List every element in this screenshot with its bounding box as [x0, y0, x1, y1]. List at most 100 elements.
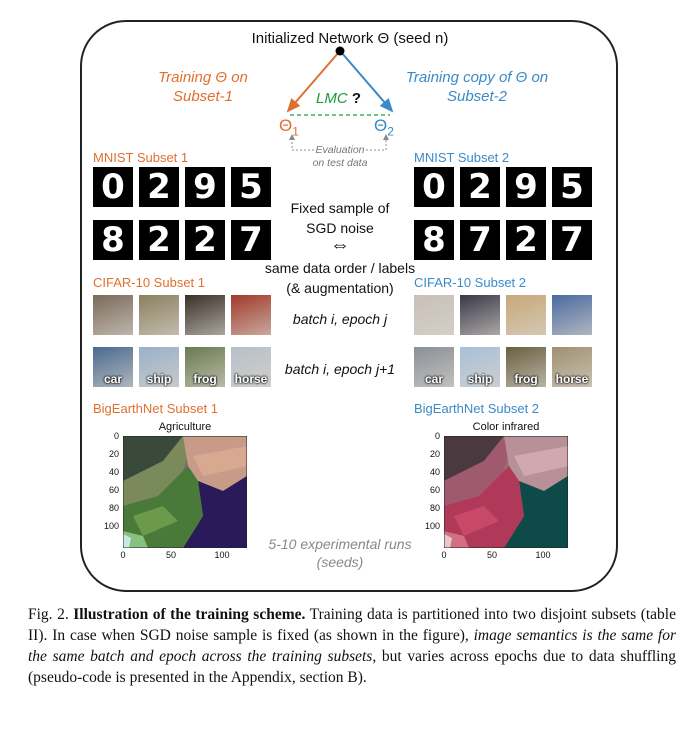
diagram-title: Initialized Network Θ (seed n) [251, 30, 449, 47]
same-line2: (& augmentation) [286, 280, 394, 296]
cifar-class-label: ship [146, 372, 172, 386]
mnist-digit: 2 [506, 220, 546, 260]
evaluation-label: Evaluation on test data [296, 144, 384, 170]
cifar-image [139, 295, 179, 335]
y-tick: 40 [108, 467, 119, 477]
mnist-subset1-label: MNIST Subset 1 [93, 150, 189, 165]
y-tick: 60 [429, 485, 440, 495]
mnist-digit: 0 [93, 167, 133, 207]
bigearth-right-image [444, 436, 568, 548]
eval-arrow-left-head [289, 134, 295, 140]
eval-arrow-right [366, 138, 387, 151]
cifar-image [460, 295, 500, 335]
cifar-image: ship [460, 347, 500, 387]
lmc-label: LMC ? [316, 90, 361, 107]
experimental-runs: 5-10 experimental runs (seeds) [250, 535, 430, 571]
x-tick: 50 [486, 550, 497, 560]
cifar-class-label: frog [193, 372, 217, 386]
same-line1: same data order / labels [264, 260, 416, 276]
bigearth-left-title: Agriculture [158, 421, 212, 433]
cifar-image: frog [506, 347, 546, 387]
x-tick: 50 [165, 550, 176, 560]
cifar-left-row2: car ship frog horse [93, 347, 271, 387]
y-tick: 60 [108, 485, 119, 495]
cifar-class-label: horse [234, 372, 268, 386]
cifar-image: car [93, 347, 133, 387]
evaluation-line2: on test data [312, 157, 368, 169]
x-tick: 0 [441, 550, 447, 560]
fixed-line2: SGD noise [306, 220, 374, 236]
batch-epoch-j: batch i, epoch j [292, 311, 388, 327]
mnist-digit: 0 [414, 167, 454, 207]
eval-arrow-right-head [383, 134, 389, 140]
cifar-class-label: ship [467, 372, 493, 386]
mnist-digit: 9 [506, 167, 546, 207]
mnist-left-row2: 8 2 2 7 [93, 220, 271, 260]
bigearth-subset1-label: BigEarthNet Subset 1 [93, 401, 219, 416]
theta-1-sub: 1 [292, 124, 299, 139]
mnist-digit: 2 [460, 167, 500, 207]
theta-1: Θ1 [279, 116, 299, 138]
runs-line1: 5-10 experimental runs [268, 536, 412, 552]
mnist-digit: 9 [185, 167, 225, 207]
diagram-frame [80, 20, 618, 592]
left-branch-arrow [286, 51, 340, 113]
mnist-digit: 7 [460, 220, 500, 260]
right-branch-label: Training copy of Θ on Subset-2 [392, 68, 562, 106]
mnist-digit: 2 [139, 167, 179, 207]
x-tick: 100 [535, 550, 551, 560]
cifar-image [414, 295, 454, 335]
cifar-image [185, 295, 225, 335]
mnist-digit: 7 [231, 220, 271, 260]
y-tick: 100 [103, 521, 119, 531]
theta-2-sub: 2 [387, 124, 394, 139]
cifar-image [552, 295, 592, 335]
cifar-class-label: car [103, 372, 123, 386]
cifar-image [93, 295, 133, 335]
caption-bold-title: Illustration of the training scheme. [73, 606, 306, 623]
same-data-order: same data order / labels (& augmentation… [240, 258, 440, 298]
cifar-right-row2: car ship frog horse [414, 347, 592, 387]
cifar-class-label: car [424, 372, 444, 386]
caption-text-1: Training data is partitioned into two di… [28, 606, 676, 644]
cifar-subset2-label: CIFAR-10 Subset 2 [414, 275, 526, 290]
cifar-image: ship [139, 347, 179, 387]
figure-caption: Fig. 2. Illustration of the training sch… [28, 604, 676, 688]
cifar-image [506, 295, 546, 335]
mnist-right-row1: 0 2 9 5 [414, 167, 592, 207]
x-tick: 0 [120, 550, 126, 560]
cifar-right-row1 [414, 295, 592, 335]
bigearth-left-image [123, 436, 247, 548]
cifar-image: frog [185, 347, 225, 387]
theta-2-symbol: Θ [374, 116, 388, 135]
mnist-digit: 8 [93, 220, 133, 260]
caption-fig-number: Fig. 2. [28, 606, 69, 623]
y-tick: 20 [429, 449, 440, 459]
left-branch-line2: Subset-1 [172, 88, 234, 105]
init-node [335, 46, 345, 56]
theta-2: Θ2 [374, 116, 394, 138]
lmc-text: LMC [316, 90, 348, 107]
mnist-digit: 7 [552, 220, 592, 260]
left-branch-label: Training Θ on Subset-1 [148, 68, 258, 106]
right-branch-arrow [340, 51, 394, 113]
eval-arrow-left [291, 138, 314, 151]
mnist-right-row2: 8 7 2 7 [414, 220, 592, 260]
branch-arrows [286, 46, 394, 151]
caption-italic: image semantics is the same for the same… [28, 627, 677, 665]
mnist-digit: 2 [139, 220, 179, 260]
evaluation-line1: Evaluation [315, 144, 365, 156]
cifar-left-row1 [93, 295, 271, 335]
mnist-left-row1: 0 2 9 5 [93, 167, 271, 207]
cifar-image: horse [231, 347, 271, 387]
cifar-class-label: frog [514, 372, 538, 386]
fixed-sgd-noise: Fixed sample of SGD noise [270, 198, 410, 238]
batch-epoch-j1: batch i, epoch j+1 [284, 361, 396, 377]
left-branch-line1: Training Θ on [158, 69, 248, 86]
y-tick: 80 [108, 503, 119, 513]
bigearth-right-title: Color infrared [472, 421, 540, 433]
equivalence-arrow-icon: ⇔ [330, 234, 350, 256]
theta-1-symbol: Θ [279, 116, 293, 135]
mnist-digit: 2 [185, 220, 225, 260]
y-tick: 80 [429, 503, 440, 513]
